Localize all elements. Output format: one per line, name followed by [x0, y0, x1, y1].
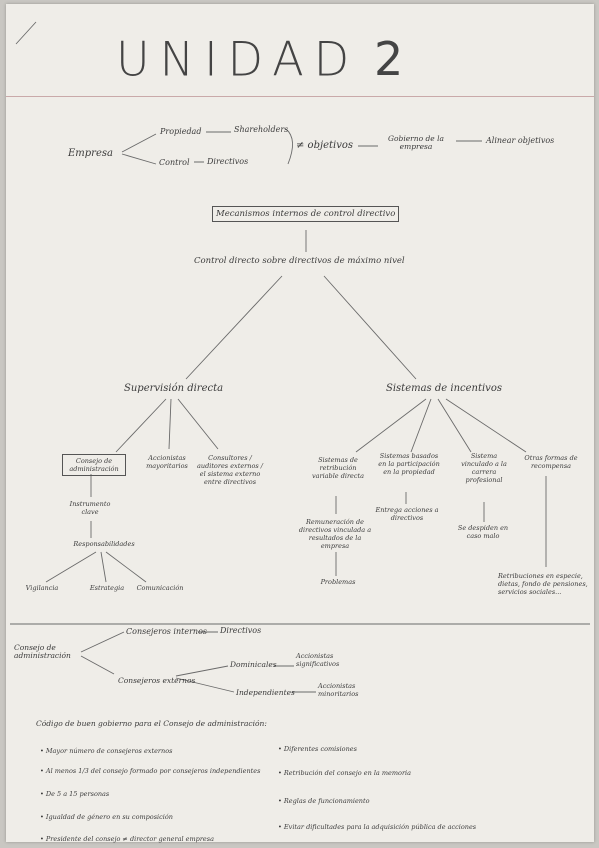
- empresa-label: Empresa: [68, 148, 113, 159]
- page-title-number: 2: [374, 32, 404, 86]
- directivos-label: Directivos: [207, 157, 249, 166]
- consultores-label: Consultores / auditores externos / el si…: [197, 454, 263, 486]
- remuneracion-label: Remuneración de directivos vinculada a r…: [298, 518, 372, 550]
- sistemas-label: Sistemas de incentivos: [386, 383, 502, 394]
- acc-significativos-label: Accionistas significativos: [296, 652, 340, 668]
- consejeros-externos-label: Consejeros externos: [118, 676, 196, 685]
- list-item: • Retribución del consejo en la memoria: [278, 769, 412, 777]
- codigo-heading: Código de buen gobierno para el Consejo …: [36, 719, 267, 728]
- comunicacion-label: Comunicación: [136, 584, 184, 592]
- shareholders-label: Shareholders: [234, 125, 289, 134]
- control-label: Control: [159, 158, 190, 167]
- sistemas-participacion-label: Sistemas basados en la participación en …: [378, 452, 440, 476]
- independientes-label: Independientes: [236, 688, 295, 697]
- gobierno-label: Gobierno de la empresa: [388, 134, 444, 151]
- otras-formas-label: Otras formas de recompensa: [524, 454, 578, 470]
- entrega-label: Entrega acciones a directivos: [375, 506, 439, 522]
- list-item: • De 5 a 15 personas: [40, 790, 110, 798]
- alinear-label: Alinear objetivos: [486, 136, 555, 145]
- objetivos-label: ≠ objetivos: [296, 140, 354, 151]
- list-item: • Presidente del consejo ≠ director gene…: [40, 835, 214, 843]
- list-item: • Diferentes comisiones: [278, 745, 357, 753]
- se-despiden-label: Se despiden en caso malo: [457, 524, 509, 540]
- page-title: UNIDAD: [116, 31, 360, 87]
- accionistas-mayoritarios-label: Accionistas mayoritarios: [146, 454, 188, 470]
- consejo-box: Consejo de administración: [62, 454, 126, 476]
- control-directo-label: Control directo sobre directivos de máxi…: [194, 256, 405, 266]
- sistema-carrera-label: Sistema vinculado a la carrera profesion…: [461, 452, 507, 484]
- problemas-label: Problemas: [320, 578, 356, 586]
- bottom-consejo-label: Consejo de administración: [14, 643, 71, 660]
- vigilancia-label: Vigilancia: [25, 584, 59, 592]
- responsabilidades-label: Responsabilidades: [73, 540, 135, 548]
- supervision-label: Supervisión directa: [124, 383, 224, 394]
- list-item: • Igualdad de género en su composición: [40, 813, 173, 821]
- dominicales-label: Dominicales: [230, 660, 277, 669]
- propiedad-label: Propiedad: [160, 127, 202, 136]
- list-item: • Evitar dificultades para la adquisició…: [278, 823, 477, 831]
- list-item: • Reglas de funcionamiento: [278, 797, 370, 805]
- notebook-page: UNIDAD 2 Empresa Propiedad Shareholders …: [6, 4, 594, 843]
- acc-minoritarios-label: Accionistas minoritarios: [318, 682, 359, 698]
- consejeros-internos-label: Consejeros internos: [126, 627, 207, 636]
- instrumento-label: Instrumento clave: [69, 500, 111, 516]
- retribuciones-label: Retribuciones en especie, dietas, fondo …: [498, 572, 588, 596]
- mecanismos-box: Mecanismos internos de control directivo: [212, 206, 400, 222]
- list-item: • Al menos 1/3 del consejo formado por c…: [40, 767, 261, 775]
- sistemas-retribucion-label: Sistemas de retribución variable directa: [311, 456, 365, 480]
- connector-lines: [10, 21, 590, 693]
- list-item: • Mayor número de consejeros externos: [40, 747, 173, 755]
- estrategia-label: Estrategia: [89, 584, 125, 592]
- bottom-directivos-label: Directivos: [220, 626, 262, 635]
